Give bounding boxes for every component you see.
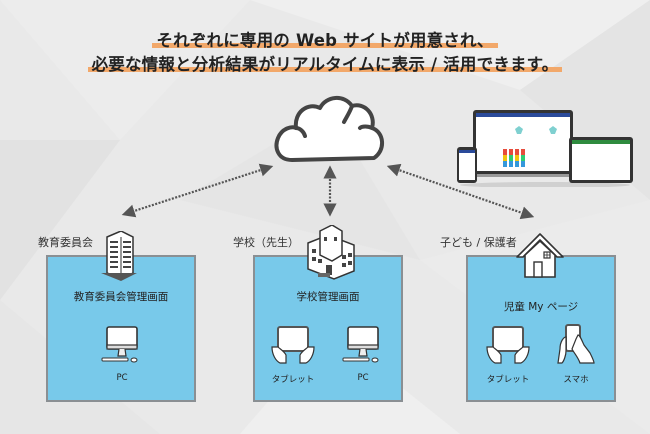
- device-pc: PC: [98, 325, 146, 383]
- device-label: PC: [357, 373, 369, 383]
- screen-title-school: 学校管理画面: [296, 291, 360, 303]
- device-label: タブレット: [486, 375, 530, 385]
- desktop-pc-icon: [101, 326, 138, 363]
- device-pc: PC: [339, 325, 387, 383]
- device-tablet: タブレット: [267, 325, 319, 385]
- device-label: スマホ: [563, 375, 589, 385]
- screen-title-board: 教育委員会管理画面: [73, 291, 169, 303]
- school-box: 学校管理画面 タブレット PC: [253, 255, 403, 402]
- device-tablet: タブレット: [482, 325, 534, 385]
- multi-device-screenshot: [457, 110, 633, 187]
- family-box: 児童 My ページ タブレット スマホ: [466, 255, 616, 402]
- group-label-school: 学校（先生）: [233, 236, 299, 249]
- office-building-icon: [101, 231, 137, 281]
- house-icon: [516, 233, 564, 278]
- screen-title-family: 児童 My ページ: [503, 301, 579, 313]
- tablet-icon: [271, 326, 315, 364]
- device-label: PC: [116, 373, 128, 383]
- group-label-family: 子ども / 保護者: [440, 236, 517, 249]
- smartphone-icon: [557, 324, 595, 364]
- desktop-pc-icon: [342, 326, 379, 363]
- device-smartphone: スマホ: [550, 323, 602, 385]
- group-label-board: 教育委員会: [38, 236, 93, 249]
- headline-line-2: 必要な情報と分析結果がリアルタイムに表示 / 活用できます。: [0, 51, 650, 75]
- school-building-icon: [307, 225, 355, 280]
- headline-line-1: それぞれに専用の Web サイトが用意され、: [0, 27, 650, 51]
- tablet-icon: [486, 326, 530, 364]
- device-label: タブレット: [271, 375, 315, 385]
- cloud-icon: [274, 96, 384, 162]
